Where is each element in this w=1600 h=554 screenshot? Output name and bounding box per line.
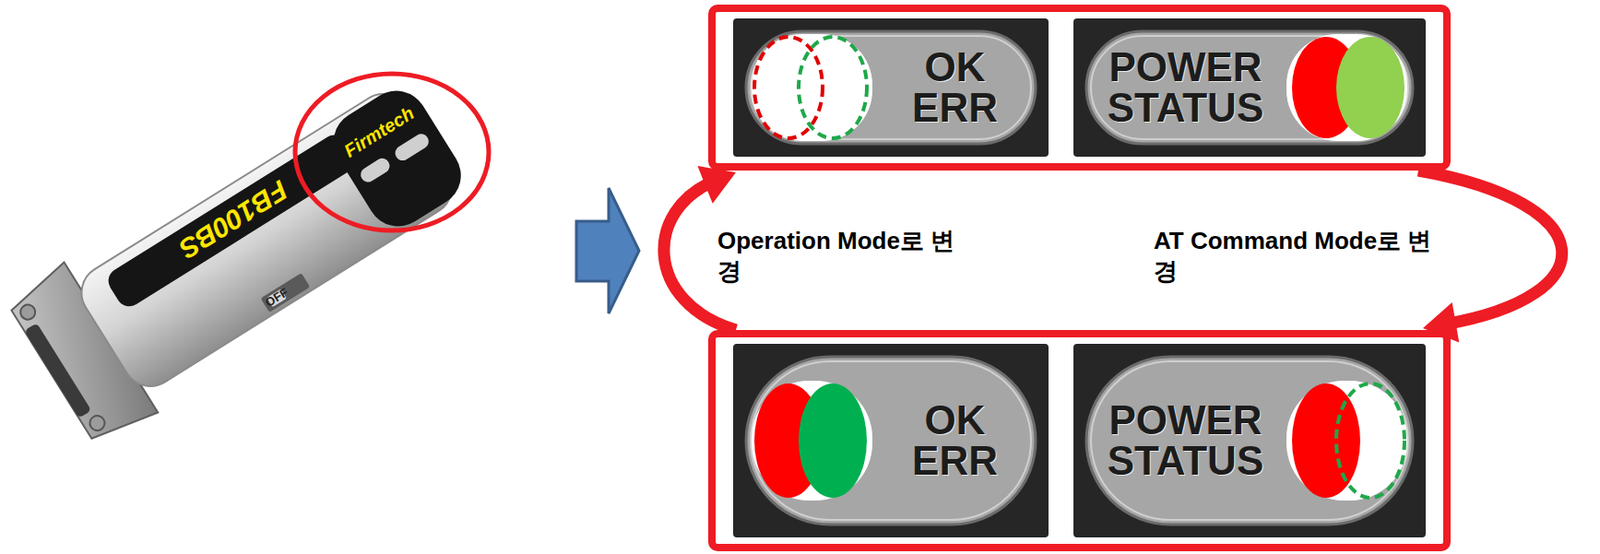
panel-art (733, 343, 1049, 538)
led-panel: POWER STATUS (1073, 18, 1426, 157)
edge-label: Operation Mode로 변경 (714, 225, 960, 286)
brand-text: Firmtech (340, 102, 418, 162)
direction-arrow (576, 188, 640, 314)
led-window (751, 380, 873, 501)
label-pill (1086, 31, 1413, 144)
serial-adapter (4, 57, 486, 451)
adapter-rect (260, 272, 311, 313)
adapter-rect (391, 130, 431, 164)
pill-highlight (1090, 361, 1409, 521)
panel-ground (733, 343, 1049, 538)
panel-art (733, 18, 1049, 157)
adapter-rect (103, 130, 360, 311)
led-lamp (1336, 36, 1405, 139)
led-lamp (1291, 383, 1361, 498)
led-lamp (1336, 383, 1405, 498)
led-panel: POWER STATUS (1073, 343, 1426, 538)
led-window (1286, 380, 1408, 501)
pill-highlight (750, 361, 1032, 521)
led-label: POWER STATUS (1107, 47, 1264, 129)
led-panel: OK ERR (733, 343, 1049, 538)
led-lamp (754, 36, 823, 139)
adapter-rect (23, 322, 92, 418)
led-label: POWER STATUS (1107, 400, 1264, 482)
led-window (751, 34, 873, 142)
adapter-circle (86, 413, 107, 434)
led-lamp (798, 383, 867, 498)
led-window (1286, 34, 1408, 142)
led-label: OK ERR (912, 400, 998, 482)
led-panel: OK ERR (733, 18, 1049, 157)
led-label: OK ERR (912, 47, 998, 129)
pill-highlight (1090, 35, 1409, 140)
adapter-rect (357, 155, 392, 186)
label-pill (746, 356, 1036, 525)
panel-ground (733, 18, 1049, 157)
label-pill (1086, 356, 1413, 525)
model-text: FB100BS (173, 174, 294, 266)
led-lamp (798, 36, 867, 139)
label-pill (746, 31, 1036, 144)
arrow-head (697, 165, 736, 204)
mode-frame: OK ERR POWER STATUS (708, 4, 1451, 171)
adapter-circle (17, 302, 38, 323)
mode-frame: OK ERR POWER STATUS (708, 330, 1451, 552)
highlight-circle (295, 73, 489, 231)
switch-text: OFF (262, 284, 291, 309)
edge-label: AT Command Mode로 변경 (1150, 225, 1452, 286)
panel-ground (1073, 343, 1426, 538)
panel-ground (1073, 18, 1426, 157)
